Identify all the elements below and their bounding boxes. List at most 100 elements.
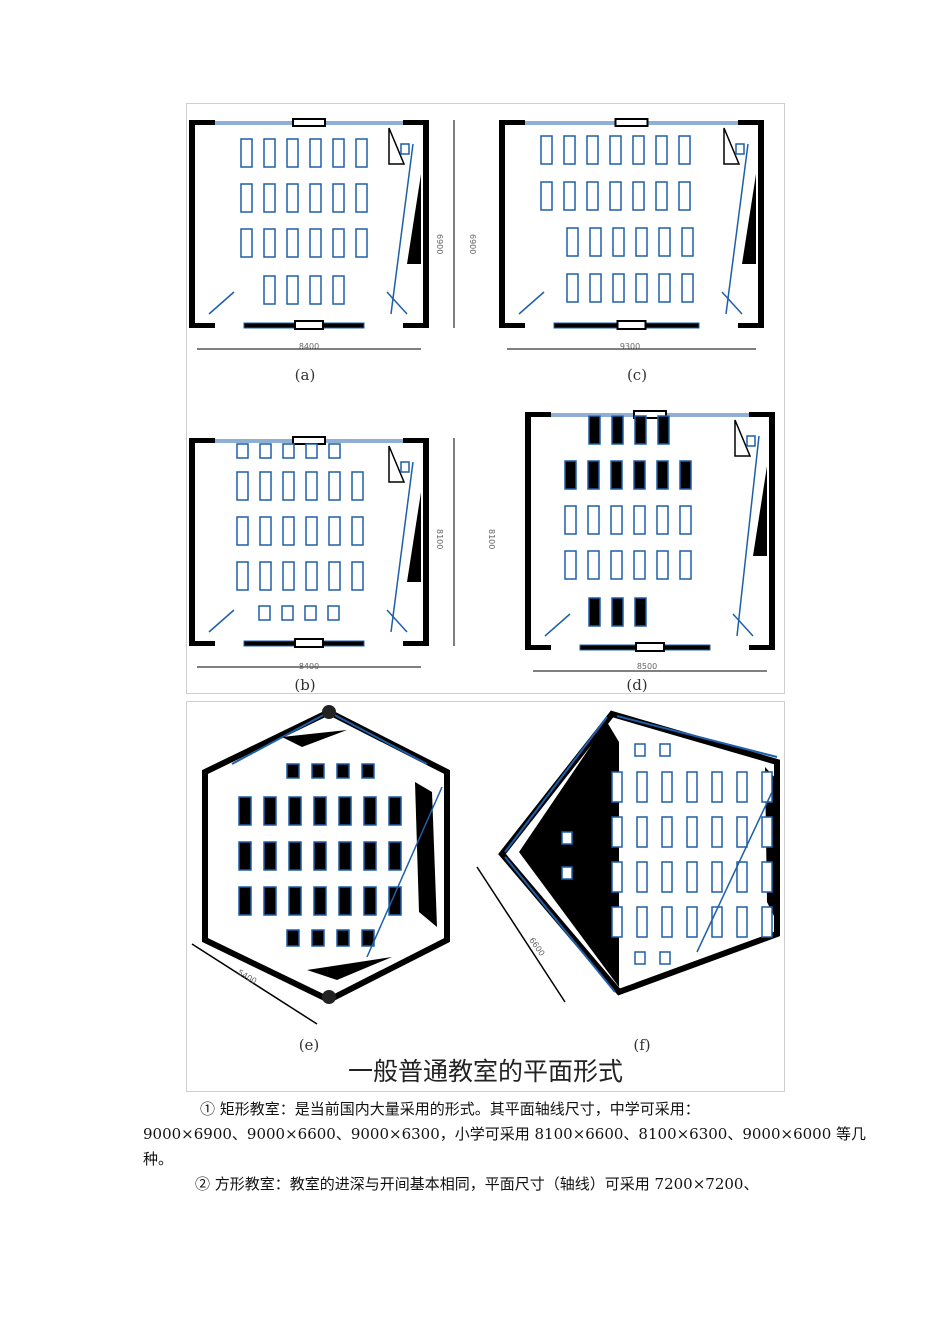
desk <box>564 505 577 535</box>
desk <box>309 275 322 305</box>
plan-labels: (a) (c) (b) (d) 8400 9300 8400 8500 6900… <box>294 234 657 693</box>
desk <box>635 227 648 257</box>
polygon-labels: (e) (f) 5400 6600 <box>236 936 651 1054</box>
desk <box>633 505 646 535</box>
wall <box>189 124 195 324</box>
desk <box>678 181 691 211</box>
sightline <box>736 435 760 637</box>
desk <box>686 771 698 803</box>
desk <box>661 861 673 893</box>
desk <box>259 516 272 546</box>
desk <box>263 841 277 871</box>
desk <box>309 138 322 168</box>
desk <box>304 605 317 621</box>
desk <box>636 771 648 803</box>
plan-label-a: (a) <box>295 366 316 384</box>
desk <box>711 861 723 893</box>
desk <box>587 460 600 490</box>
desk <box>327 605 340 621</box>
desk <box>589 273 602 303</box>
desk <box>686 816 698 848</box>
desk <box>711 816 723 848</box>
desk <box>655 181 668 211</box>
desk <box>586 181 599 211</box>
desk <box>609 181 622 211</box>
desk <box>263 183 276 213</box>
window-frame <box>614 118 649 127</box>
wall <box>749 645 775 650</box>
desk <box>258 605 271 621</box>
wall <box>189 120 215 125</box>
desk <box>564 460 577 490</box>
wall <box>499 124 505 324</box>
desk <box>240 228 253 258</box>
dim-a-depth: 6900 <box>435 234 444 254</box>
desk <box>632 181 645 211</box>
blackboard <box>407 492 421 582</box>
desk <box>678 135 691 165</box>
desk <box>328 471 341 501</box>
sightline-f <box>696 791 773 953</box>
desk <box>636 906 648 938</box>
polygonal-plans-drawing <box>191 705 780 1025</box>
desk <box>263 228 276 258</box>
paragraph-1-line-1: ① 矩形教室：是当前国内大量采用的形式。其平面轴线尺寸，中学可采用： <box>200 1100 700 1118</box>
sightline <box>390 143 414 315</box>
desk <box>363 796 377 826</box>
door <box>294 320 324 330</box>
teacher-desk <box>400 461 410 473</box>
stage-e <box>307 957 392 980</box>
desk <box>610 505 623 535</box>
blackboard <box>742 174 756 264</box>
desk <box>610 460 623 490</box>
desk <box>282 516 295 546</box>
desk <box>351 561 364 591</box>
desk <box>309 183 322 213</box>
desk <box>661 816 673 848</box>
door-swing <box>386 291 408 315</box>
plan-label-d: (d) <box>626 676 647 693</box>
desk <box>612 227 625 257</box>
desk <box>236 561 249 591</box>
desk <box>336 929 350 947</box>
desk <box>611 771 623 803</box>
desk <box>661 771 673 803</box>
lectern <box>734 419 752 457</box>
blackboard <box>753 466 767 556</box>
lectern <box>388 445 406 483</box>
desk <box>540 181 553 211</box>
desk <box>634 743 646 757</box>
desk <box>332 138 345 168</box>
desk <box>635 273 648 303</box>
desk <box>736 906 748 938</box>
desk <box>238 886 252 916</box>
paragraph-1-line-3: 种。 <box>143 1150 174 1168</box>
wall <box>769 416 775 646</box>
wall <box>403 641 429 646</box>
desk <box>259 561 272 591</box>
desk <box>659 743 671 757</box>
figure-caption: 一般普通教室的平面形式 <box>347 1057 623 1086</box>
wall <box>423 442 429 642</box>
desk <box>736 816 748 848</box>
desk <box>686 861 698 893</box>
desk <box>328 516 341 546</box>
desk <box>338 796 352 826</box>
lectern <box>723 127 741 165</box>
wall <box>189 641 215 646</box>
desk <box>286 138 299 168</box>
desk <box>338 886 352 916</box>
desk <box>656 505 669 535</box>
desk <box>263 886 277 916</box>
desk <box>238 796 252 826</box>
desk <box>351 516 364 546</box>
wall <box>738 120 764 125</box>
desk <box>236 471 249 501</box>
desk <box>236 443 249 459</box>
desk <box>286 183 299 213</box>
desk <box>309 228 322 258</box>
desk <box>761 906 773 938</box>
paragraph-1-line-2: 9000×6900、9000×6600、9000×6300，小学可采用 8100… <box>143 1125 867 1143</box>
desk <box>634 597 647 627</box>
desk <box>313 886 327 916</box>
